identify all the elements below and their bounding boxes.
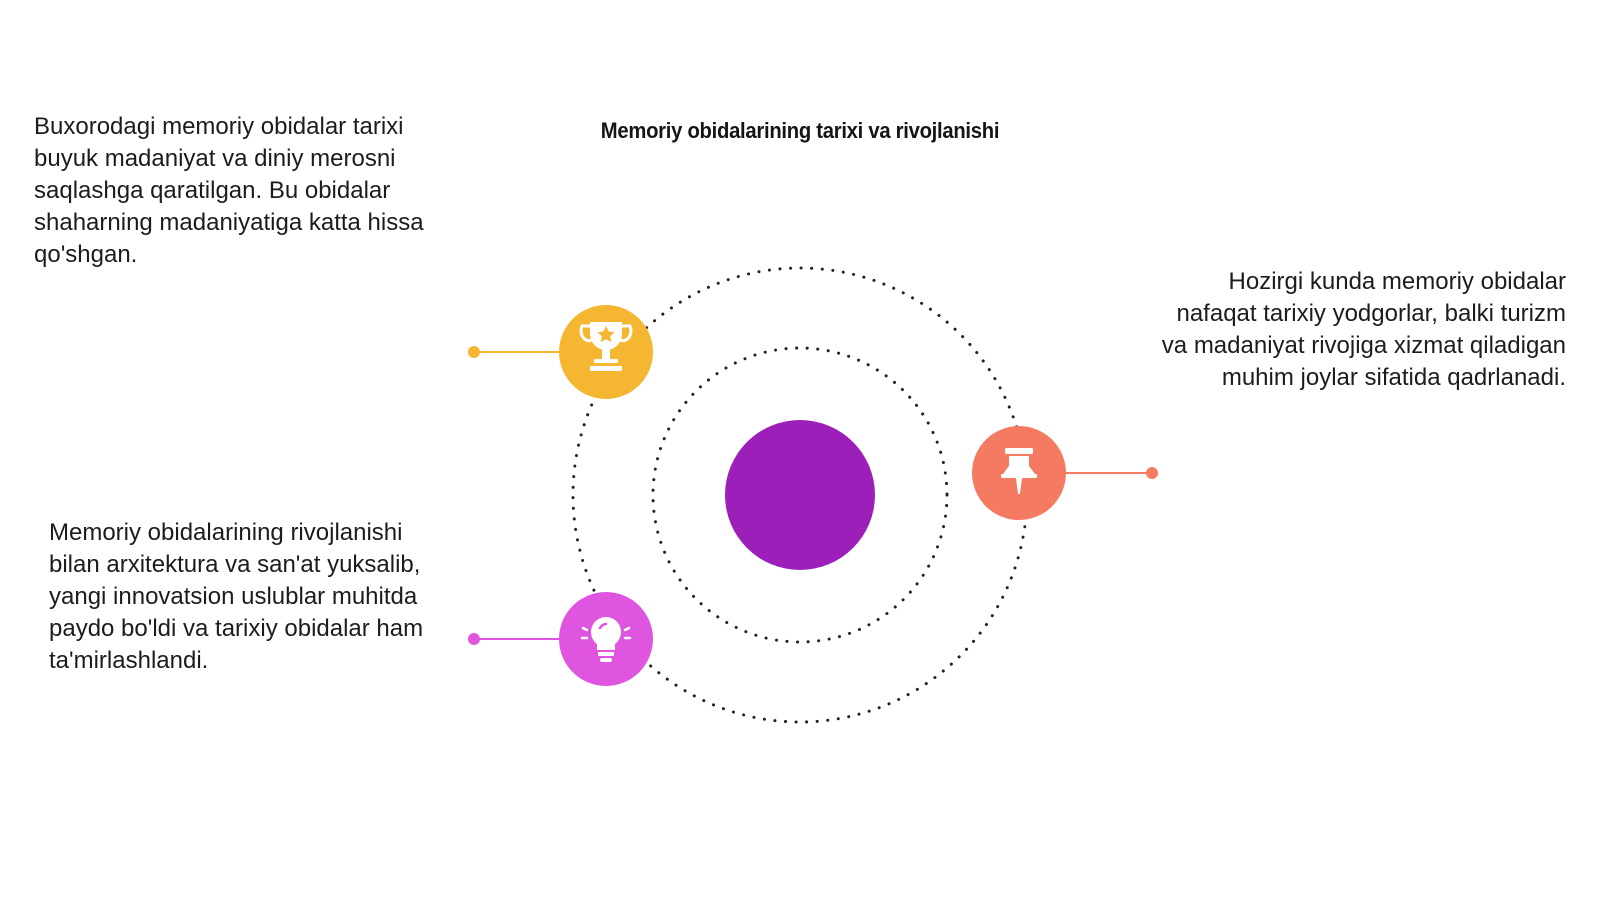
pushpin-icon [1001, 448, 1037, 494]
history-connector [468, 346, 560, 358]
trophy-node [559, 305, 653, 399]
trophy-icon [579, 322, 633, 371]
lightbulb-node [559, 592, 653, 686]
inner-orbit [651, 346, 949, 644]
lightbulb-icon [580, 617, 632, 662]
development-text: Memoriy obidalarining rivojlanishi bilan… [49, 519, 424, 674]
diagram-title: Memoriy obidalarining tarixi va rivojlan… [600, 118, 1000, 143]
center-circle [725, 420, 875, 570]
development-connector [468, 633, 560, 645]
present-text: Hozirgi kunda memoriy obidalar nafaqat t… [1161, 268, 1566, 391]
history-text: Buxorodagi memoriy obidalar tarixi buyuk… [34, 113, 424, 268]
pushpin-node [972, 426, 1066, 520]
present-connector [1065, 467, 1158, 479]
